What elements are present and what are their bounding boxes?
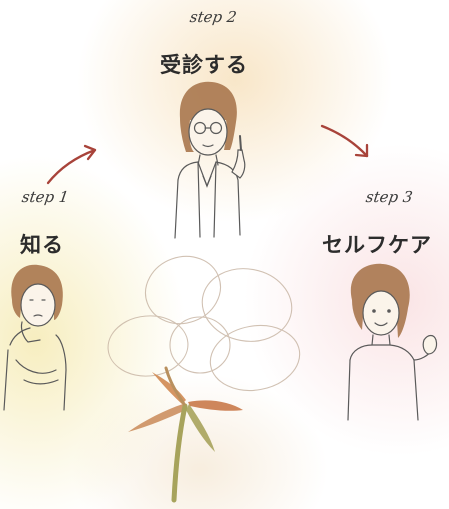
- flower-outline: [107, 255, 301, 392]
- step-2-marker: step 2: [188, 8, 238, 26]
- doctor-illustration: [174, 81, 246, 239]
- step-2-title: 受診する: [160, 53, 248, 77]
- arrow-step1-to-step2: [46, 144, 97, 185]
- step-3-title: セルフケア: [322, 233, 432, 257]
- selfcare-woman-illustration: [347, 263, 438, 421]
- thinking-woman-illustration: [3, 264, 67, 411]
- step-3-marker: step 3: [364, 188, 414, 206]
- step-1-marker: step 1: [20, 188, 70, 206]
- flower-leaves: [128, 366, 243, 503]
- arrow-step2-to-step3: [320, 124, 369, 158]
- step-1-title: 知る: [20, 233, 64, 257]
